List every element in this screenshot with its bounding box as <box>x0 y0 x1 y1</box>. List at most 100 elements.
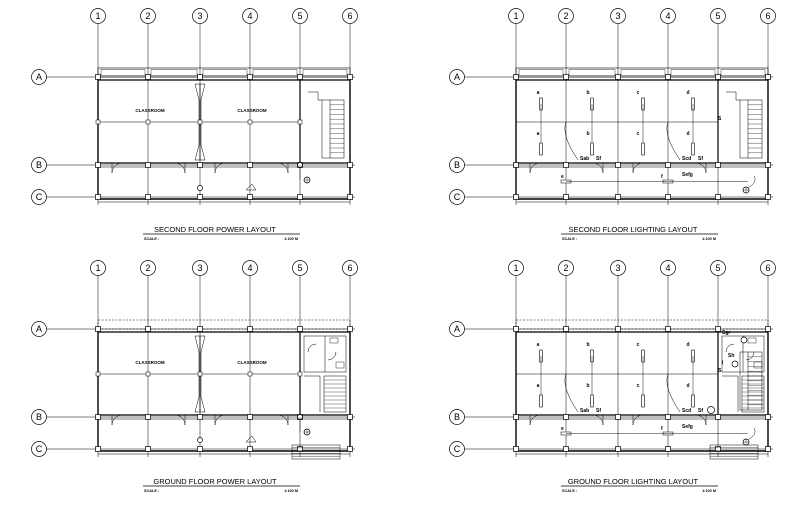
column-post <box>513 414 519 420</box>
switch-tag: Sf <box>596 408 601 414</box>
grid-bubble-label: 6 <box>765 263 770 273</box>
grid-bubble-label: A <box>454 72 460 82</box>
window <box>568 69 616 76</box>
grid-bubble-4 <box>242 260 258 276</box>
grid-bubble-5 <box>710 260 726 276</box>
column-post <box>715 446 721 452</box>
grid-bubble-C <box>31 189 47 205</box>
column-post <box>197 194 203 200</box>
grid-bubble-2 <box>558 260 574 276</box>
column-post <box>145 194 151 200</box>
circuit-tag: f <box>661 174 663 180</box>
grid-bubble-label: 1 <box>95 263 100 273</box>
column-post <box>247 326 253 332</box>
column-post <box>563 446 569 452</box>
grid-bubble-A <box>449 321 465 337</box>
column-post <box>347 414 353 420</box>
column-post <box>715 414 721 420</box>
wiring-arc <box>564 121 579 161</box>
door-swing <box>592 414 604 426</box>
column-post <box>95 194 101 200</box>
door-swing <box>327 351 337 361</box>
grid-bubble-label: 4 <box>247 11 252 21</box>
outlet-symbol <box>145 371 151 377</box>
grid-bubble-6 <box>760 260 776 276</box>
grid-bubble-label: 1 <box>95 11 100 21</box>
stair <box>321 99 345 159</box>
light-outlet-symbol <box>740 336 748 344</box>
column-post <box>715 74 721 80</box>
lavatory-fixture <box>335 361 345 369</box>
door-swing <box>307 343 317 353</box>
circuit-tag: f <box>661 426 663 432</box>
grid-bubble-6 <box>760 8 776 24</box>
switch-tag: Sab <box>580 408 589 414</box>
room-label-classroom-2: CLASSROOM <box>237 108 267 113</box>
grid-bubble-B <box>449 409 465 425</box>
column-post <box>765 446 771 452</box>
grid-bubble-label: C <box>36 444 43 454</box>
column-post <box>95 326 101 332</box>
column-post <box>145 74 151 80</box>
wiring-arc <box>666 121 681 161</box>
scale-label: SCALE : <box>144 237 159 241</box>
column-post <box>715 194 721 200</box>
outlet-symbol <box>297 371 303 377</box>
grid-bubble-4 <box>660 8 676 24</box>
column-post <box>715 326 721 332</box>
column-post <box>563 162 569 168</box>
circuit-tag: b <box>586 131 589 137</box>
column-post <box>615 326 621 332</box>
grid-bubble-1 <box>90 260 106 276</box>
drawing-title: SECOND FLOOR LIGHTING LAYOUT <box>568 225 697 234</box>
column-post <box>297 194 303 200</box>
grid-bubble-label: 3 <box>615 263 620 273</box>
grid-bubble-5 <box>292 260 308 276</box>
window <box>518 69 564 76</box>
column-post <box>95 74 101 80</box>
column-post <box>297 326 303 332</box>
door-swing <box>529 162 541 174</box>
column-post <box>665 326 671 332</box>
column-post <box>665 446 671 452</box>
grid-bubble-2 <box>140 260 156 276</box>
exterior-wall <box>97 67 351 78</box>
grid-bubble-6 <box>342 260 358 276</box>
wiring-line <box>540 356 694 395</box>
circuit-tag: e <box>561 174 564 180</box>
door-swing <box>592 162 604 174</box>
column-post <box>247 194 253 200</box>
grid-bubble-label: 5 <box>715 263 720 273</box>
grid-bubble-label: B <box>454 412 460 422</box>
column-post <box>563 326 569 332</box>
door-swing <box>111 162 123 174</box>
outlet-symbol <box>247 371 253 377</box>
switch-symbol <box>245 183 257 191</box>
room-label-classroom-2: CLASSROOM <box>237 360 267 365</box>
door-swing <box>632 414 644 426</box>
grid-bubble-6 <box>342 8 358 24</box>
wc-fixture <box>329 337 339 344</box>
outlet-symbol <box>95 119 101 125</box>
column-post <box>145 326 151 332</box>
grid-bubble-label: 3 <box>197 263 202 273</box>
stair <box>323 375 347 413</box>
switch-symbol <box>245 435 257 443</box>
door-swing <box>214 162 226 174</box>
stair-rail <box>308 91 322 101</box>
column-post <box>95 414 101 420</box>
column-post <box>665 194 671 200</box>
grid-bubble-A <box>449 69 465 85</box>
fluorescent-fixture <box>590 142 594 156</box>
grid-bubble-label: B <box>36 160 42 170</box>
grid-bubble-label: 4 <box>665 263 670 273</box>
column-post <box>765 162 771 168</box>
stair-rail <box>304 375 321 412</box>
scale-label: SCALE : <box>562 489 577 493</box>
circuit-tag: c <box>637 342 640 348</box>
grid-bubble-label: A <box>36 324 42 334</box>
grid-bubble-B <box>31 409 47 425</box>
switch-tag: Sefg <box>682 424 693 430</box>
